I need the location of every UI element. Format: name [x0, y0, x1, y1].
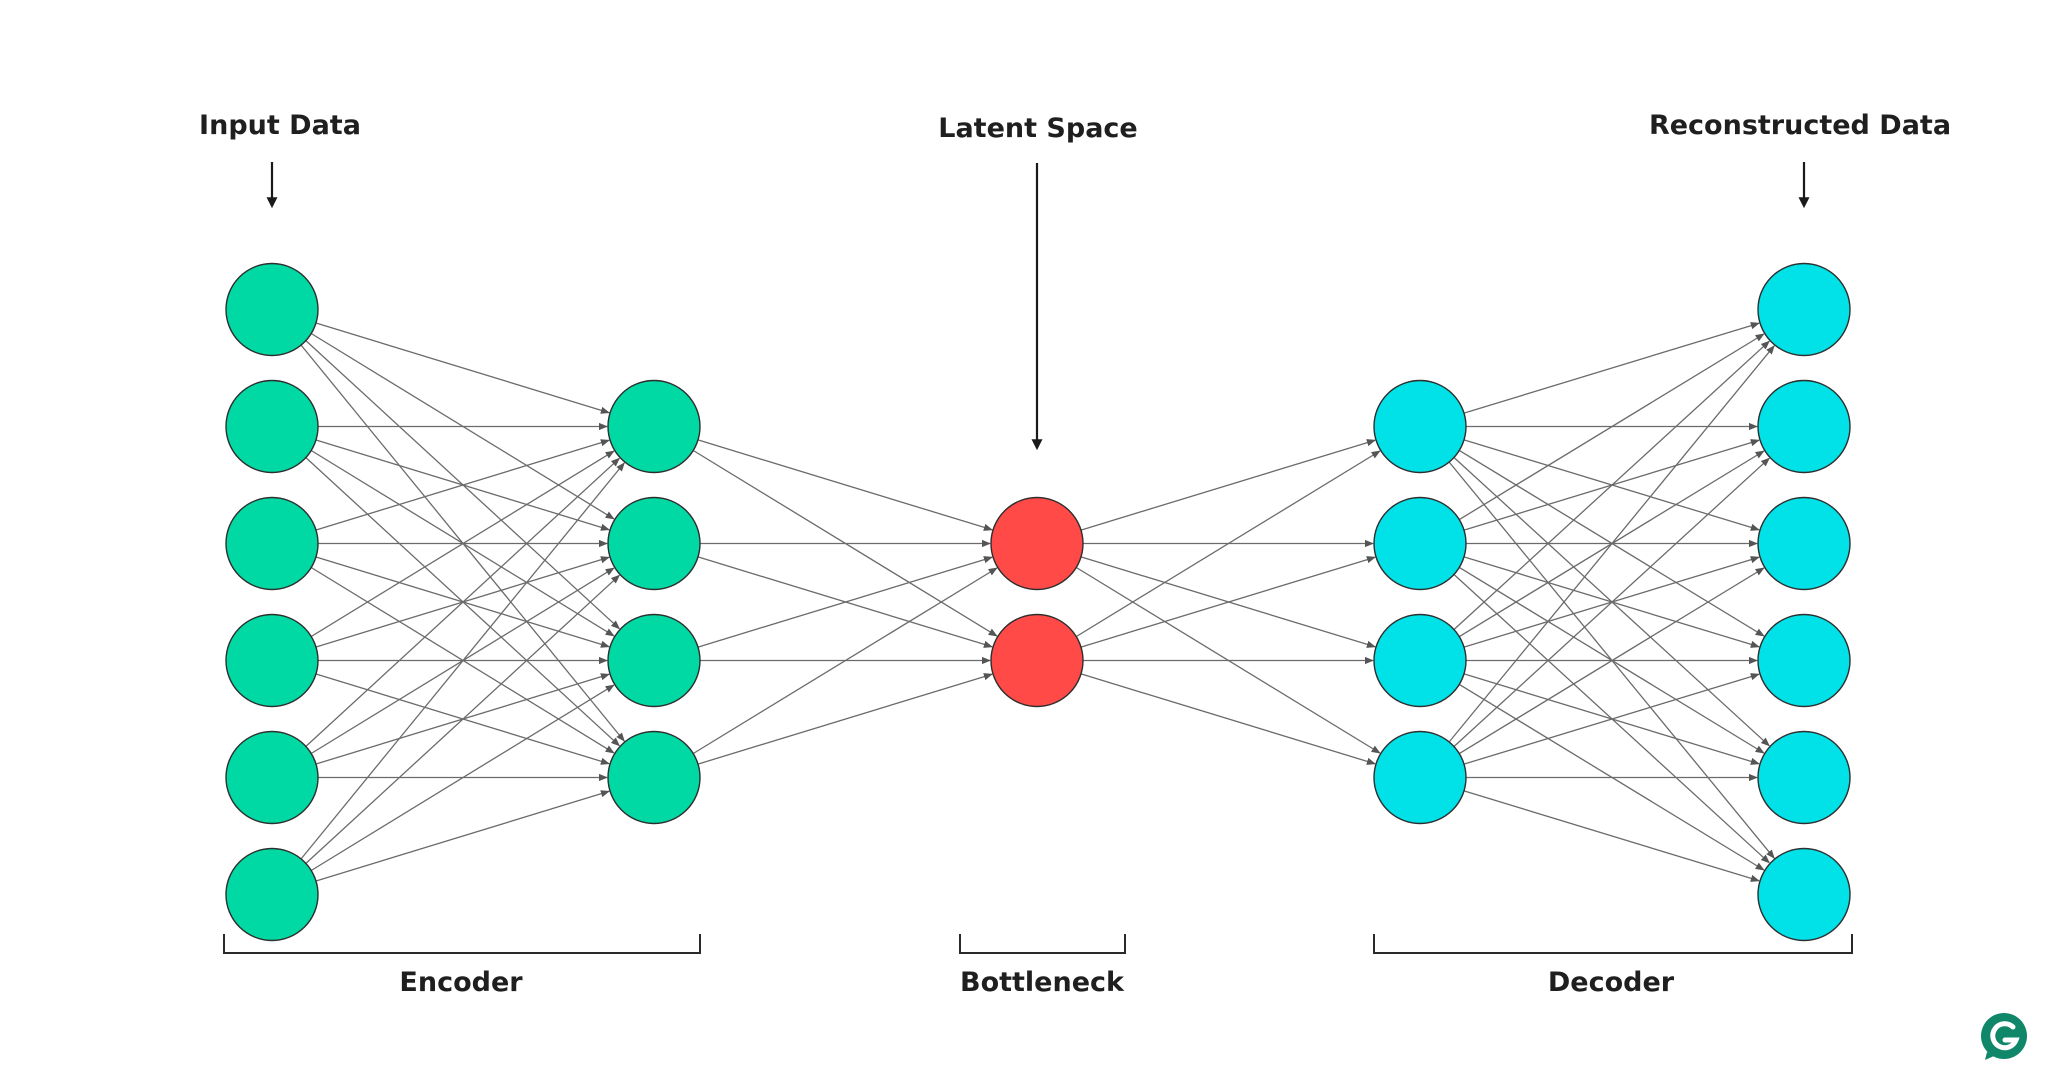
connection-arrow: [1463, 322, 1760, 414]
connection-lines: [300, 322, 1775, 882]
connection-arrow: [1080, 439, 1376, 531]
connection-arrow: [1453, 340, 1770, 630]
connection-arrow: [310, 450, 615, 638]
output-node: [1757, 847, 1851, 942]
connection-arrow: [310, 684, 615, 872]
decoder-hidden-node: [1373, 496, 1467, 591]
output-node: [1757, 613, 1851, 708]
output-node: [1757, 496, 1851, 591]
bottleneck-bracket: [959, 934, 1126, 954]
encoder-hidden-node: [607, 496, 701, 591]
connection-arrow: [697, 673, 993, 765]
decoder-hidden-node: [1373, 613, 1467, 708]
latent-space-label: Latent Space: [938, 113, 1137, 144]
connection-arrow: [1463, 673, 1760, 765]
bottleneck-node: [990, 613, 1084, 708]
connection-arrow: [315, 322, 610, 414]
output-node: [1757, 730, 1851, 825]
output-node: [1757, 262, 1851, 357]
input-node: [225, 262, 319, 357]
connection-arrow: [1458, 333, 1765, 521]
connection-arrow: [1458, 567, 1765, 755]
connection-arrow: [1448, 345, 1775, 743]
input-data-label: Input Data: [199, 110, 361, 141]
connection-arrow: [1453, 457, 1770, 747]
output-node: [1757, 379, 1851, 474]
input-node: [225, 847, 319, 942]
connection-arrow: [315, 790, 610, 882]
connection-arrow: [1075, 450, 1381, 638]
encoder-bracket: [223, 934, 701, 954]
input-node: [225, 730, 319, 825]
bottleneck-label: Bottleneck: [960, 967, 1125, 998]
decoder-hidden-node: [1373, 379, 1467, 474]
decoder-hidden-node: [1373, 730, 1467, 825]
connection-arrow: [1080, 556, 1376, 648]
encoder-hidden-node: [607, 730, 701, 825]
decoder-bracket: [1373, 934, 1853, 954]
connection-arrow: [1080, 673, 1376, 765]
connection-arrow: [300, 462, 625, 860]
connection-arrow: [315, 439, 610, 531]
encoder-label: Encoder: [399, 967, 523, 998]
input-node: [225, 379, 319, 474]
neuron-nodes: [225, 262, 1851, 942]
reconstructed-data-label: Reconstructed Data: [1649, 110, 1951, 141]
bottleneck-node: [990, 496, 1084, 591]
decoder-label: Decoder: [1548, 967, 1675, 998]
grammarly-logo-icon: [1981, 1013, 2027, 1060]
connection-arrow: [305, 574, 621, 864]
connection-arrow: [692, 567, 998, 755]
input-node: [225, 496, 319, 591]
connection-arrow: [1463, 790, 1760, 882]
encoder-hidden-node: [607, 379, 701, 474]
encoder-hidden-node: [607, 613, 701, 708]
connection-arrow: [697, 439, 993, 531]
connection-arrow: [305, 457, 621, 747]
connection-arrow: [697, 556, 993, 648]
input-node: [225, 613, 319, 708]
